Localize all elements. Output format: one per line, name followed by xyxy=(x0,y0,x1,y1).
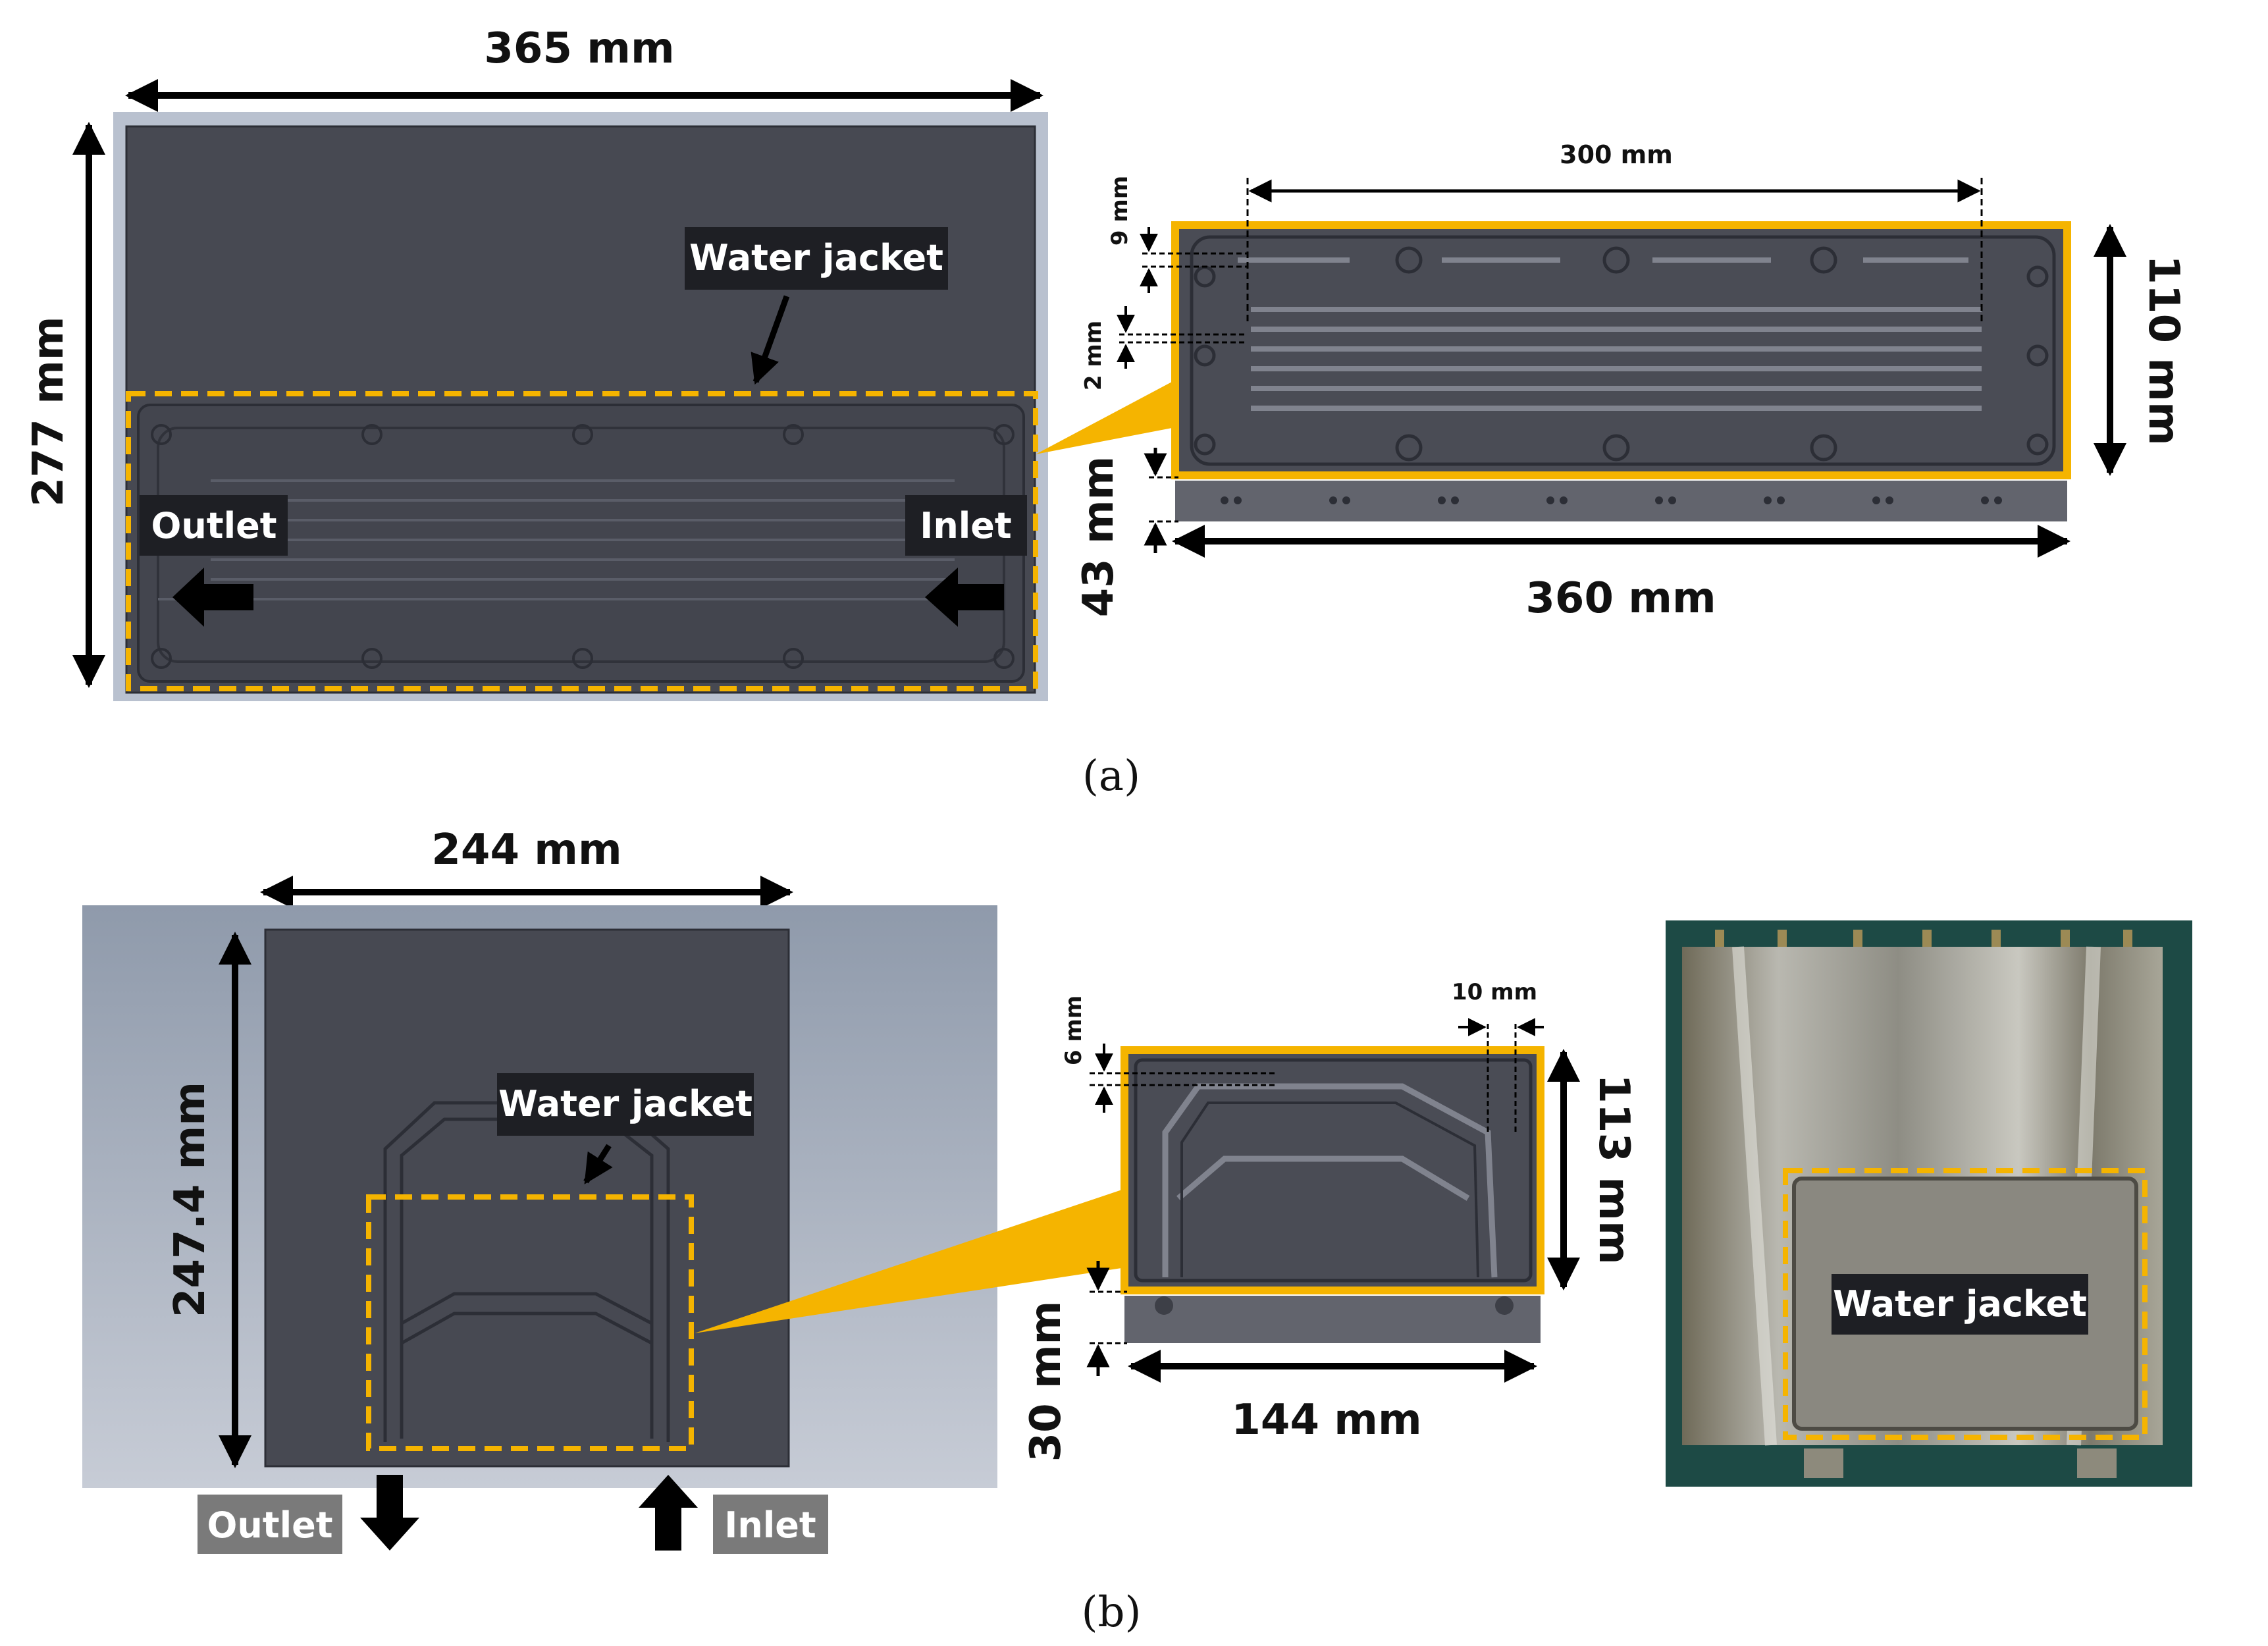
outlet-label-b: Outlet xyxy=(207,1504,332,1546)
outlet-label-bg-a xyxy=(140,495,288,556)
water-jacket-highlight-a xyxy=(126,391,1038,691)
water-jacket-pointer-b xyxy=(583,1144,613,1184)
water-jacket-label-photo: Water jacket xyxy=(1833,1283,2087,1325)
inlet-label-bg-a xyxy=(905,495,1027,556)
outlet-arrow-b xyxy=(360,1475,419,1551)
zoom-wedge-b xyxy=(695,1188,1126,1333)
dim-total-length-a: 360 mm xyxy=(1525,574,1716,623)
water-jacket-label-a: Water jacket xyxy=(689,237,943,279)
outlet-arrow-a xyxy=(172,568,253,627)
water-jacket-label-bg-b xyxy=(497,1073,754,1136)
water-jacket-highlight-b xyxy=(366,1194,694,1451)
detail-view-a: 300 mm 9 mm 2 mm 110 mm 43 mm 36 xyxy=(1074,140,2188,623)
channels-a xyxy=(158,479,1004,600)
channels-detail-b xyxy=(1162,1083,1498,1278)
bolt-holes-a xyxy=(151,424,1015,669)
dim-width-a: 365 mm xyxy=(484,24,674,73)
inlet-arrow-a xyxy=(925,568,1004,627)
channels-detail-b-inner xyxy=(1180,1102,1479,1278)
dim-channel-pitch-a: 9 mm xyxy=(1107,176,1133,246)
panel-a: 365 mm 277 mm xyxy=(24,24,2188,801)
detail-a-highlight xyxy=(1171,221,2071,479)
water-jacket-pointer-a xyxy=(751,295,790,385)
inlet-label-b: Inlet xyxy=(724,1504,816,1546)
inlet-label-bg-b xyxy=(713,1495,828,1554)
dim-base-thickness-a: 43 mm xyxy=(1074,456,1123,618)
dim-channel-length-a: 300 mm xyxy=(1560,140,1673,169)
base-holes-a xyxy=(1221,496,2002,504)
bolt-holes-detail-a xyxy=(1194,246,2049,462)
prototype-photo: Water jacket xyxy=(1666,920,2192,1487)
caption-b: (b) xyxy=(1082,1588,1142,1637)
detail-view-b: 6 mm 10 mm 113 mm 30 mm 144 mm xyxy=(1022,979,1638,1462)
dim-channel-pitch-b: 6 mm xyxy=(1061,996,1087,1065)
dim-height-a: 277 mm xyxy=(24,316,73,506)
channels-detail-a xyxy=(1238,257,1982,411)
dim-base-thickness-b: 30 mm xyxy=(1022,1301,1070,1462)
dim-wall-b: 10 mm xyxy=(1452,979,1537,1005)
detail-a-base xyxy=(1175,481,2067,521)
dim-jacket-height-b: 113 mm xyxy=(1589,1074,1638,1264)
water-jacket-label-b: Water jacket xyxy=(498,1083,752,1125)
dim-height-b: 247.4 mm xyxy=(166,1082,215,1317)
caption-a: (a) xyxy=(1082,752,1140,801)
dim-width-b: 244 mm xyxy=(431,826,621,874)
zoom-wedge-a xyxy=(1036,382,1172,454)
water-jacket-label-bg-a xyxy=(685,227,948,290)
detail-b-highlight xyxy=(1121,1046,1544,1294)
dim-channel-width-a: 2 mm xyxy=(1080,321,1107,390)
inlet-label-a: Inlet xyxy=(920,505,1011,546)
detail-b-base xyxy=(1124,1296,1541,1343)
photo-jacket-highlight xyxy=(1783,1168,2148,1440)
outlet-label-bg-b xyxy=(198,1495,342,1554)
water-jacket-label-bg-photo xyxy=(1832,1274,2088,1335)
inlet-arrow-b xyxy=(639,1475,698,1551)
photo-pins xyxy=(1715,930,2132,951)
panel-b: 244 mm 247.4 mm Water jacket Outlet Inle… xyxy=(82,826,2192,1637)
dim-total-length-b: 144 mm xyxy=(1231,1396,1421,1445)
outlet-label-a: Outlet xyxy=(151,505,277,546)
dim-jacket-height-a: 110 mm xyxy=(2139,255,2188,445)
